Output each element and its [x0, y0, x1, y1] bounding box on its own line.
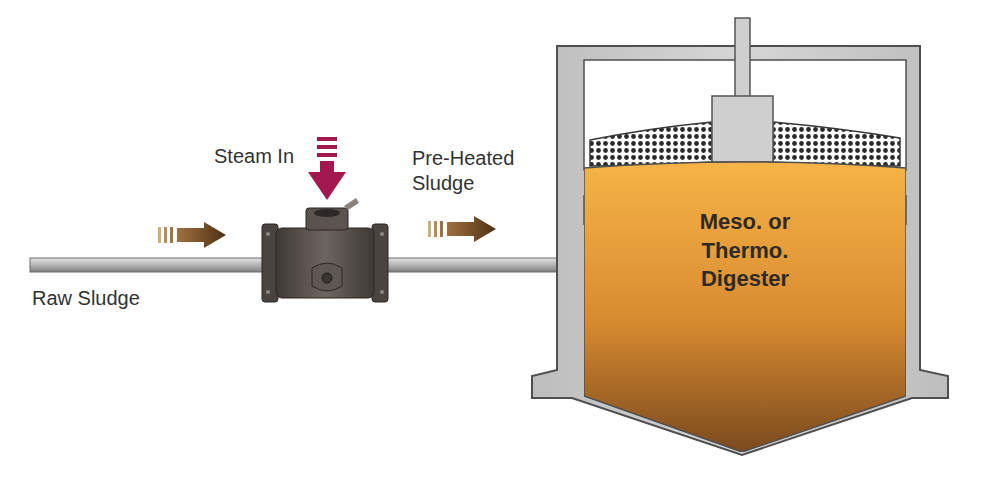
- steam-arrow: [308, 137, 346, 200]
- node-title: Meso. or Thermo. Digester: [670, 208, 820, 294]
- text-label: Pre-Heated Sludge: [412, 146, 542, 196]
- text-label: Steam In: [214, 144, 324, 169]
- text-label: Raw Sludge: [32, 286, 172, 311]
- sludge-fill: [584, 160, 906, 452]
- steam-heater: [262, 198, 388, 302]
- mixer-housing: [712, 96, 773, 162]
- flow-arrow: [428, 216, 496, 242]
- mixer-shaft: [735, 18, 750, 98]
- digester-contents: Meso. or Thermo. Digester: [584, 160, 906, 452]
- flow-arrow: [158, 222, 226, 248]
- digester-tank-wall: [532, 46, 948, 455]
